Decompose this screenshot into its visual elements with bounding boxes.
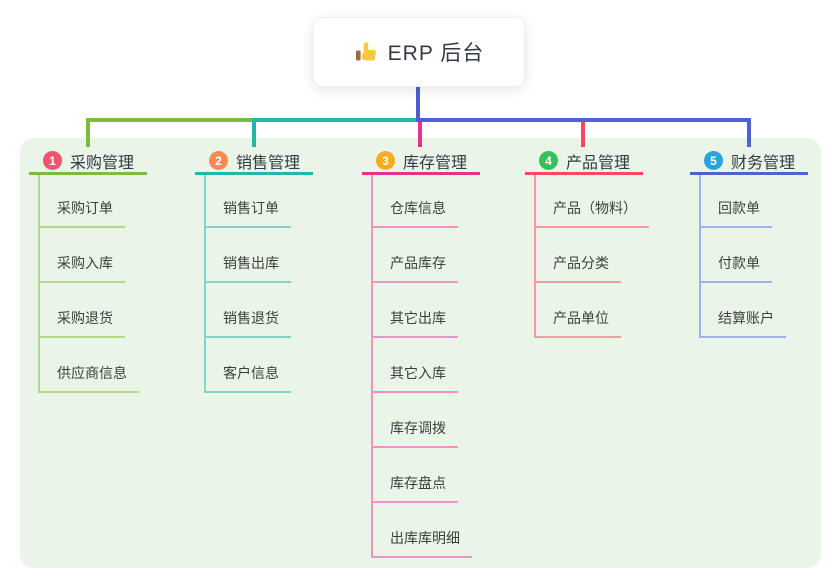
- child-node[interactable]: 其它出库: [371, 283, 458, 338]
- branch-sales-header[interactable]: 2 销售管理: [195, 138, 313, 175]
- branch-purchase: 1 采购管理 采购订单 采购入库 采购退货 供应商信息: [29, 138, 147, 393]
- child-node-label: 客户信息: [223, 365, 279, 381]
- branch-4-number-badge: 4: [539, 151, 558, 170]
- child-node-label: 产品库存: [390, 255, 446, 271]
- child-node-label: 出库库明细: [390, 530, 460, 546]
- root-connector-line: [416, 85, 420, 122]
- child-node-label: 付款单: [718, 255, 760, 271]
- child-node-label: 产品单位: [553, 310, 609, 326]
- child-node-label: 销售订单: [223, 200, 279, 216]
- child-node[interactable]: 销售订单: [204, 175, 291, 228]
- child-node-label: 产品分类: [553, 255, 609, 271]
- bus-segment-green: [86, 118, 252, 122]
- root-node[interactable]: ERP 后台: [313, 17, 525, 87]
- child-node[interactable]: 产品库存: [371, 228, 458, 283]
- branch-2-title: 销售管理: [236, 154, 301, 172]
- child-node-label: 回款单: [718, 200, 760, 216]
- child-node[interactable]: 结算账户: [699, 283, 786, 338]
- child-node[interactable]: 采购订单: [38, 175, 125, 228]
- child-node-label: 销售退货: [223, 310, 279, 326]
- branch-sales: 2 销售管理 销售订单 销售出库 销售退货 客户信息: [195, 138, 313, 393]
- branch-2-children: 销售订单 销售出库 销售退货 客户信息: [204, 175, 313, 393]
- child-node-label: 采购退货: [57, 310, 113, 326]
- child-node-label: 仓库信息: [390, 200, 446, 216]
- branch-5-stem-line: [747, 118, 751, 147]
- branch-finance-header[interactable]: 5 财务管理: [690, 138, 808, 175]
- child-node[interactable]: 付款单: [699, 228, 772, 283]
- branch-1-stem-line: [86, 118, 90, 147]
- root-node-title: ERP 后台: [387, 42, 485, 65]
- child-node[interactable]: 产品（物料）: [534, 175, 649, 228]
- branch-4-title: 产品管理: [566, 154, 631, 172]
- child-node-label: 库存调拨: [390, 420, 446, 436]
- bus-segment-blue: [418, 118, 751, 122]
- child-node[interactable]: 供应商信息: [38, 338, 139, 393]
- mindmap-panel: [20, 138, 821, 568]
- branch-1-children: 采购订单 采购入库 采购退货 供应商信息: [38, 175, 147, 393]
- child-node[interactable]: 客户信息: [204, 338, 291, 393]
- branch-3-number-badge: 3: [376, 151, 395, 170]
- branch-2-stem-line: [252, 118, 256, 147]
- thumbs-up-icon: [354, 40, 378, 64]
- child-node-label: 销售出库: [223, 255, 279, 271]
- child-node[interactable]: 库存盘点: [371, 448, 458, 503]
- child-node[interactable]: 其它入库: [371, 338, 458, 393]
- bus-segment-teal: [252, 118, 418, 122]
- child-node[interactable]: 产品分类: [534, 228, 621, 283]
- branch-product-header[interactable]: 4 产品管理: [525, 138, 643, 175]
- child-node-label: 采购入库: [57, 255, 113, 271]
- branch-3-title: 库存管理: [403, 154, 468, 172]
- child-node[interactable]: 产品单位: [534, 283, 621, 338]
- branch-purchase-header[interactable]: 1 采购管理: [29, 138, 147, 175]
- child-node[interactable]: 采购退货: [38, 283, 125, 338]
- branch-inventory-header[interactable]: 3 库存管理: [362, 138, 480, 175]
- branch-1-number-badge: 1: [43, 151, 62, 170]
- branch-4-children: 产品（物料） 产品分类 产品单位: [534, 175, 649, 338]
- child-node[interactable]: 销售退货: [204, 283, 291, 338]
- child-node[interactable]: 销售出库: [204, 228, 291, 283]
- child-node-label: 产品（物料）: [553, 200, 637, 216]
- branch-1-title: 采购管理: [70, 154, 135, 172]
- child-node[interactable]: 回款单: [699, 175, 772, 228]
- child-node-label: 其它出库: [390, 310, 446, 326]
- child-node-label: 供应商信息: [57, 365, 127, 381]
- branch-5-children: 回款单 付款单 结算账户: [699, 175, 808, 338]
- branch-product: 4 产品管理 产品（物料） 产品分类 产品单位: [525, 138, 649, 338]
- branch-2-number-badge: 2: [209, 151, 228, 170]
- branch-finance: 5 财务管理 回款单 付款单 结算账户: [690, 138, 808, 338]
- branch-5-number-badge: 5: [704, 151, 723, 170]
- branch-5-title: 财务管理: [731, 154, 796, 172]
- child-node[interactable]: 库存调拨: [371, 393, 458, 448]
- child-node[interactable]: 出库库明细: [371, 503, 472, 558]
- child-node[interactable]: 仓库信息: [371, 175, 458, 228]
- branch-inventory: 3 库存管理 仓库信息 产品库存 其它出库 其它入库 库存调拨 库存盘点 出库库…: [362, 138, 480, 558]
- child-node[interactable]: 采购入库: [38, 228, 125, 283]
- child-node-label: 库存盘点: [390, 475, 446, 491]
- branch-4-stem-line: [581, 118, 585, 147]
- branch-3-children: 仓库信息 产品库存 其它出库 其它入库 库存调拨 库存盘点 出库库明细: [371, 175, 480, 558]
- child-node-label: 其它入库: [390, 365, 446, 381]
- child-node-label: 结算账户: [718, 310, 774, 326]
- branch-3-stem-line: [418, 118, 422, 147]
- child-node-label: 采购订单: [57, 200, 113, 216]
